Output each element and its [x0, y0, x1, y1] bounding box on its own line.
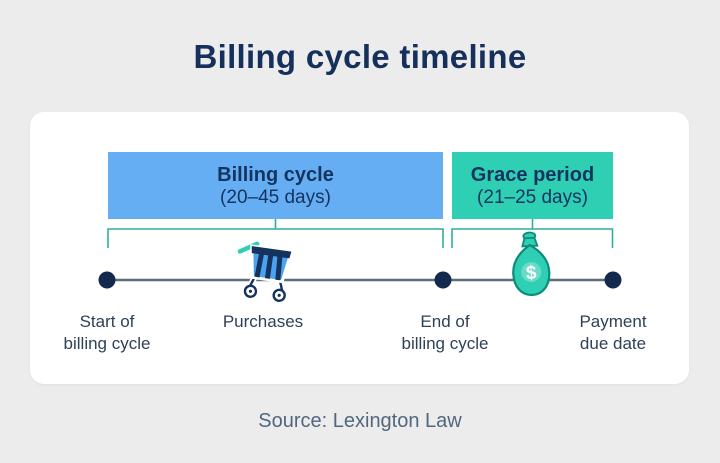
svg-text:$: $	[525, 263, 537, 285]
label-payment-due-date: Payment due date	[538, 311, 688, 355]
billing-cycle-banner-subtitle: (20–45 days)	[220, 186, 331, 208]
shopping-cart-icon	[235, 239, 294, 303]
grace-period-banner: Grace period (21–25 days)	[452, 152, 613, 219]
label-line: Start of	[79, 312, 135, 331]
label-line: billing cycle	[401, 334, 489, 353]
label-line: End of	[420, 312, 470, 331]
label-purchases: Purchases	[188, 311, 338, 333]
grace-period-bracket	[451, 219, 614, 248]
timeline-dot-payment	[604, 271, 622, 289]
timeline-dot-start	[98, 271, 116, 289]
label-end-of-billing-cycle: End of billing cycle	[370, 311, 520, 355]
label-line: billing cycle	[63, 334, 151, 353]
grace-period-banner-subtitle: (21–25 days)	[477, 186, 588, 208]
billing-cycle-bracket	[107, 219, 444, 248]
label-start-of-billing-cycle: Start of billing cycle	[32, 311, 182, 355]
grace-period-banner-title: Grace period	[470, 163, 595, 186]
billing-cycle-banner: Billing cycle (20–45 days)	[108, 152, 443, 219]
billing-cycle-banner-title: Billing cycle	[217, 163, 334, 186]
label-line: Payment	[579, 312, 647, 331]
timeline-dot-end	[434, 271, 452, 289]
label-line: Purchases	[222, 312, 304, 331]
money-bag-icon: $	[512, 231, 551, 297]
source-caption: Source: Lexington Law	[258, 410, 462, 432]
label-line: due date	[579, 334, 647, 353]
page-title: Billing cycle timeline	[193, 38, 527, 75]
